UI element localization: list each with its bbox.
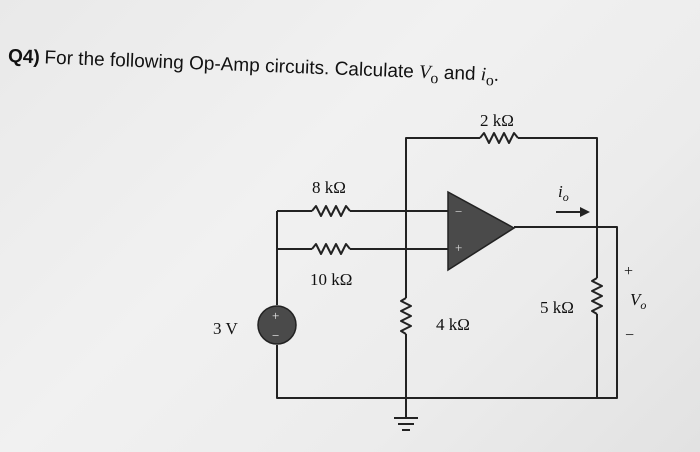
feedback-wire-right (518, 137, 598, 227)
vo-plus-label: + (624, 263, 633, 280)
label-3v: 3 V (213, 319, 238, 338)
source-bottom-wire (276, 226, 618, 399)
vo-label: Vo (630, 290, 646, 312)
resistor-4k (400, 297, 412, 335)
io-label: io (558, 182, 569, 204)
label-10k: 10 kΩ (310, 270, 352, 289)
label-5k: 5 kΩ (540, 298, 574, 317)
voltage-source (257, 305, 297, 345)
io-arrowhead-icon (580, 207, 590, 217)
resistor-5k (591, 277, 603, 315)
source-plus-label: + (272, 308, 279, 323)
op-amp-plus-label: + (455, 240, 462, 255)
label-2k: 2 kΩ (480, 111, 514, 130)
ground-symbol (394, 417, 418, 431)
op-amp-minus-label: − (455, 204, 462, 219)
vo-minus-label: − (625, 327, 634, 344)
label-4k: 4 kΩ (436, 315, 470, 334)
resistor-8k (311, 205, 351, 217)
label-8k: 8 kΩ (312, 178, 346, 197)
feedback-resistor-2k (479, 132, 519, 144)
source-minus-label: − (272, 328, 279, 343)
resistor-10k (311, 243, 351, 255)
op-amp-triangle (447, 190, 516, 272)
feedback-wire-left (405, 137, 480, 211)
